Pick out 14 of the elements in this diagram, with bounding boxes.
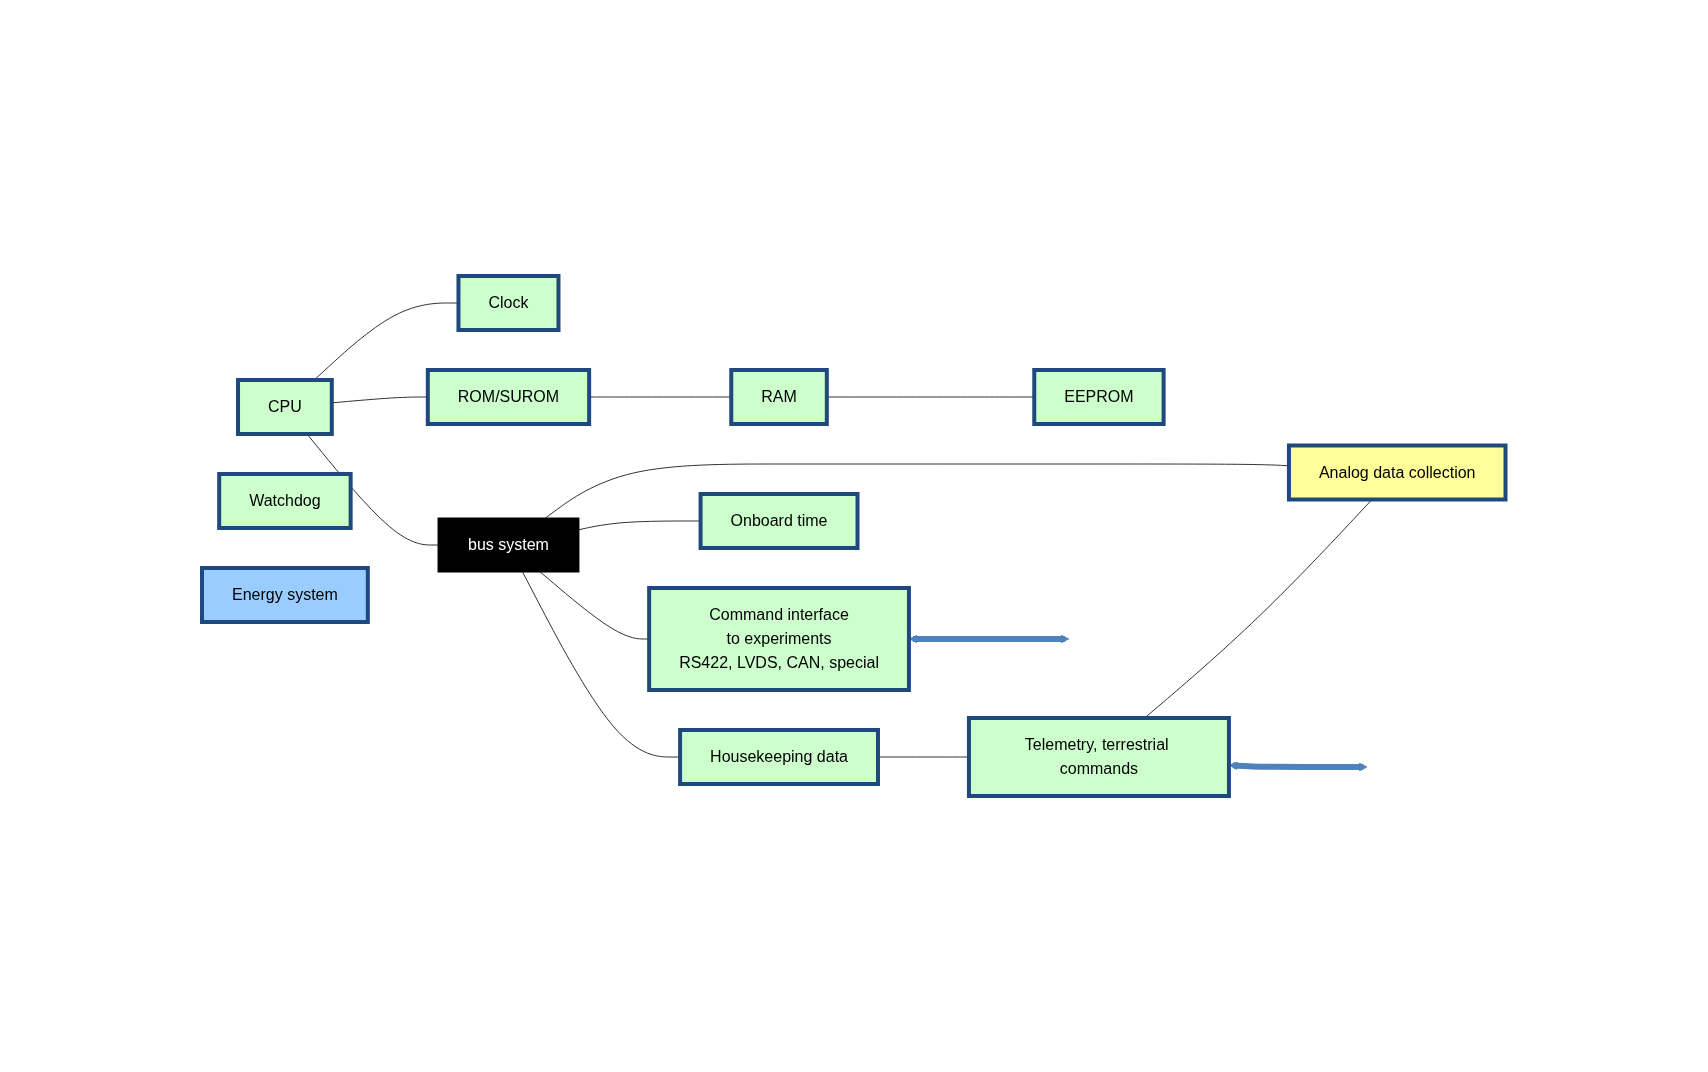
node-box: Onboard time: [698, 492, 860, 550]
node-box: EEPROM: [1032, 368, 1166, 426]
node-box: Clock: [456, 274, 561, 332]
node-box: ROM/SUROM: [426, 368, 592, 426]
node-box: Watchdog: [217, 472, 353, 530]
node-box: Housekeeping data: [678, 728, 881, 786]
node-box: Energy system: [200, 566, 371, 624]
node-box: Telemetry, terrestrial commands: [967, 716, 1232, 798]
node-box: bus system: [437, 517, 580, 573]
node-box: Analog data collection: [1287, 443, 1508, 502]
node-box: CPU: [236, 378, 335, 436]
node-box: RAM: [729, 368, 830, 426]
node-box: Command interface to experiments RS422, LVDS, CAN, special: [647, 586, 912, 692]
connector: [1144, 499, 1373, 719]
